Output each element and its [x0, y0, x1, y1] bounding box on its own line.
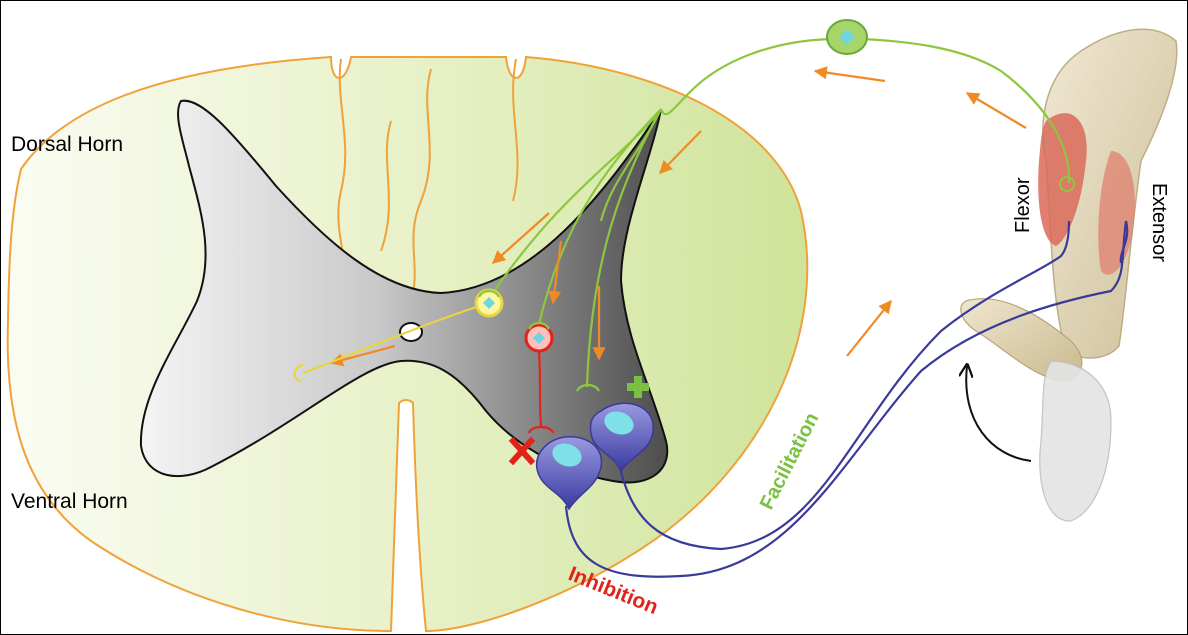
central-canal: [400, 323, 422, 341]
limb-illustration: [961, 29, 1177, 521]
dorsal-horn-label: Dorsal Horn: [11, 133, 123, 156]
extensor-label: Extensor: [1148, 183, 1170, 262]
flexion-arrow: [966, 366, 1031, 461]
flexor-label: Flexor: [1012, 177, 1034, 233]
ventral-horn-label: Ventral Horn: [11, 490, 128, 513]
